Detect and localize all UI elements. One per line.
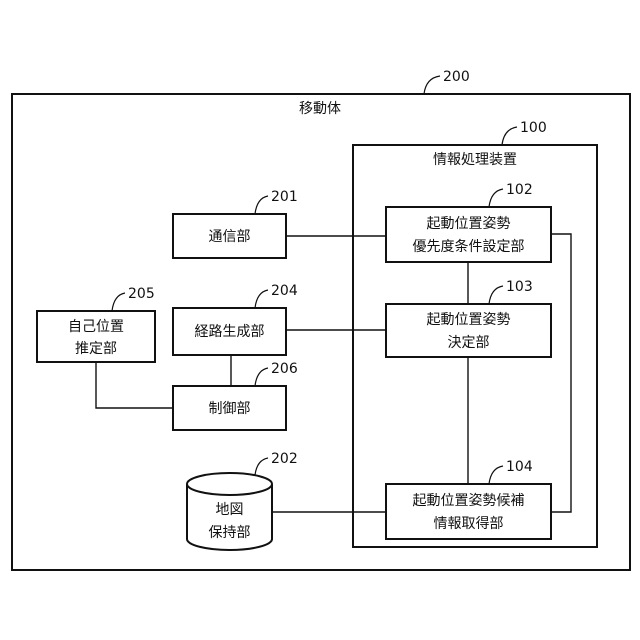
communication-ref: 201 bbox=[271, 189, 298, 205]
decision-ref: 103 bbox=[506, 279, 533, 295]
line-priority-candidate-loop bbox=[551, 234, 571, 512]
decision-label-line-2: 決定部 bbox=[448, 335, 490, 351]
route-generation-label: 経路生成部 bbox=[195, 324, 265, 340]
control-leader bbox=[255, 368, 268, 386]
self-position-block: 自己位置 推定部 205 bbox=[37, 286, 155, 362]
candidate-acquisition-label-line-1: 起動位置姿勢候補 bbox=[413, 493, 525, 509]
candidate-acquisition-ref: 104 bbox=[506, 459, 533, 475]
control-block: 制御部 206 bbox=[173, 361, 298, 430]
communication-block: 通信部 201 bbox=[173, 189, 298, 258]
info-processing-device-leader bbox=[502, 127, 517, 145]
map-storage-leader bbox=[255, 458, 268, 475]
priority-setting-label-line-1: 起動位置姿勢 bbox=[427, 216, 511, 232]
self-position-label-line-2: 推定部 bbox=[75, 341, 117, 357]
self-position-ref: 205 bbox=[128, 286, 155, 302]
info-processing-device-ref: 100 bbox=[520, 120, 547, 136]
candidate-acquisition-leader bbox=[489, 466, 503, 484]
priority-setting-leader bbox=[489, 189, 503, 207]
priority-setting-ref: 102 bbox=[506, 182, 533, 198]
self-position-label-line-1: 自己位置 bbox=[68, 319, 124, 335]
communication-leader bbox=[255, 196, 268, 214]
map-storage-ref: 202 bbox=[271, 451, 298, 467]
mobile-body-ref: 200 bbox=[443, 69, 470, 85]
map-storage-label-line-2: 保持部 bbox=[209, 525, 251, 541]
control-label: 制御部 bbox=[209, 401, 251, 417]
priority-setting-block: 起動位置姿勢 優先度条件設定部 102 bbox=[386, 182, 551, 262]
self-position-leader bbox=[112, 293, 125, 311]
communication-label: 通信部 bbox=[209, 229, 251, 245]
candidate-acquisition-label-line-2: 情報取得部 bbox=[434, 515, 504, 532]
priority-setting-label-line-2: 優先度条件設定部 bbox=[413, 238, 525, 255]
control-ref: 206 bbox=[271, 361, 298, 377]
map-storage-label-line-1: 地図 bbox=[216, 502, 244, 518]
info-processing-device-label: 情報処理装置 bbox=[433, 152, 517, 168]
route-generation-leader bbox=[255, 290, 268, 308]
mobile-body-label: 移動体 bbox=[299, 101, 341, 117]
decision-leader bbox=[489, 286, 503, 304]
map-storage-cylinder-top bbox=[187, 473, 272, 495]
mobile-body-leader bbox=[424, 76, 440, 94]
line-self-position-control bbox=[96, 362, 173, 408]
route-generation-ref: 204 bbox=[271, 283, 298, 299]
map-storage-block: 地図 保持部 202 bbox=[187, 451, 298, 550]
route-generation-block: 経路生成部 204 bbox=[173, 283, 298, 355]
decision-label-line-1: 起動位置姿勢 bbox=[427, 312, 511, 328]
connection-lines bbox=[96, 234, 571, 512]
